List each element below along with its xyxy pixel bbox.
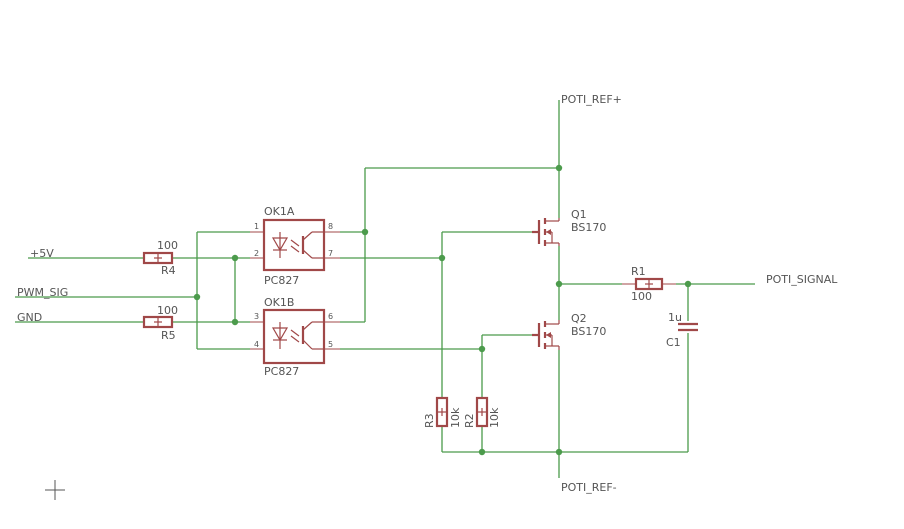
ok1b-pin-3: 3: [254, 312, 259, 321]
ok1b-name: OK1B: [264, 296, 294, 309]
net-label-poti-ref-plus: POTI_REF+: [561, 93, 622, 106]
resistor-r1: R1 100: [622, 265, 676, 303]
c1-name: C1: [666, 336, 681, 349]
resistor-r5: 100 R5: [142, 304, 178, 342]
r1-value: 100: [631, 290, 652, 303]
q2-value: BS170: [571, 325, 606, 338]
ok1b-pin-4: 4: [254, 340, 259, 349]
c1-value: 1u: [668, 311, 682, 324]
r2-name: R2: [463, 413, 476, 428]
mosfet-q2: Q2 BS170: [532, 312, 606, 350]
mosfet-q1: Q1 BS170: [532, 208, 606, 246]
q2-name: Q2: [571, 312, 587, 325]
net-labels: +5V PWM_SIG GND POTI_REF+ POTI_REF- POTI…: [17, 93, 838, 494]
ok1a-pin-7: 7: [328, 249, 333, 258]
optocoupler-ok1a: 1 2 8 7 OK1A PC827: [250, 205, 340, 287]
r1-name: R1: [631, 265, 646, 278]
r4-value: 100: [157, 239, 178, 252]
net-label-poti-ref-minus: POTI_REF-: [561, 481, 617, 494]
capacitor-c1: 1u C1: [666, 311, 698, 349]
ok1a-value: PC827: [264, 274, 299, 287]
optocoupler-ok1b: 3 4 6 5 OK1B PC827: [250, 296, 340, 378]
resistor-r4: 100 R4: [142, 239, 178, 277]
net-label-gnd: GND: [17, 311, 42, 324]
net-label-pwm: PWM_SIG: [17, 286, 68, 299]
r4-name: R4: [161, 264, 176, 277]
origin-crosshair-icon: [45, 480, 65, 500]
ok1b-value: PC827: [264, 365, 299, 378]
ok1a-pin-8: 8: [328, 222, 333, 231]
ok1a-name: OK1A: [264, 205, 295, 218]
q1-name: Q1: [571, 208, 587, 221]
q1-value: BS170: [571, 221, 606, 234]
resistor-r3: R3 10k: [423, 396, 462, 428]
net-label-5v: +5V: [30, 247, 54, 260]
ok1b-pin-6: 6: [328, 312, 333, 321]
ok1a-pin-1: 1: [254, 222, 259, 231]
r5-name: R5: [161, 329, 176, 342]
ok1a-pin-2: 2: [254, 249, 259, 258]
junctions: [193, 164, 692, 456]
r5-value: 100: [157, 304, 178, 317]
net-label-poti-signal: POTI_SIGNAL: [766, 273, 838, 286]
r2-value: 10k: [488, 407, 501, 428]
r3-name: R3: [423, 413, 436, 428]
wires: [15, 100, 755, 478]
resistor-r2: R2 10k: [463, 396, 501, 428]
r3-value: 10k: [449, 407, 462, 428]
ok1b-pin-5: 5: [328, 340, 333, 349]
